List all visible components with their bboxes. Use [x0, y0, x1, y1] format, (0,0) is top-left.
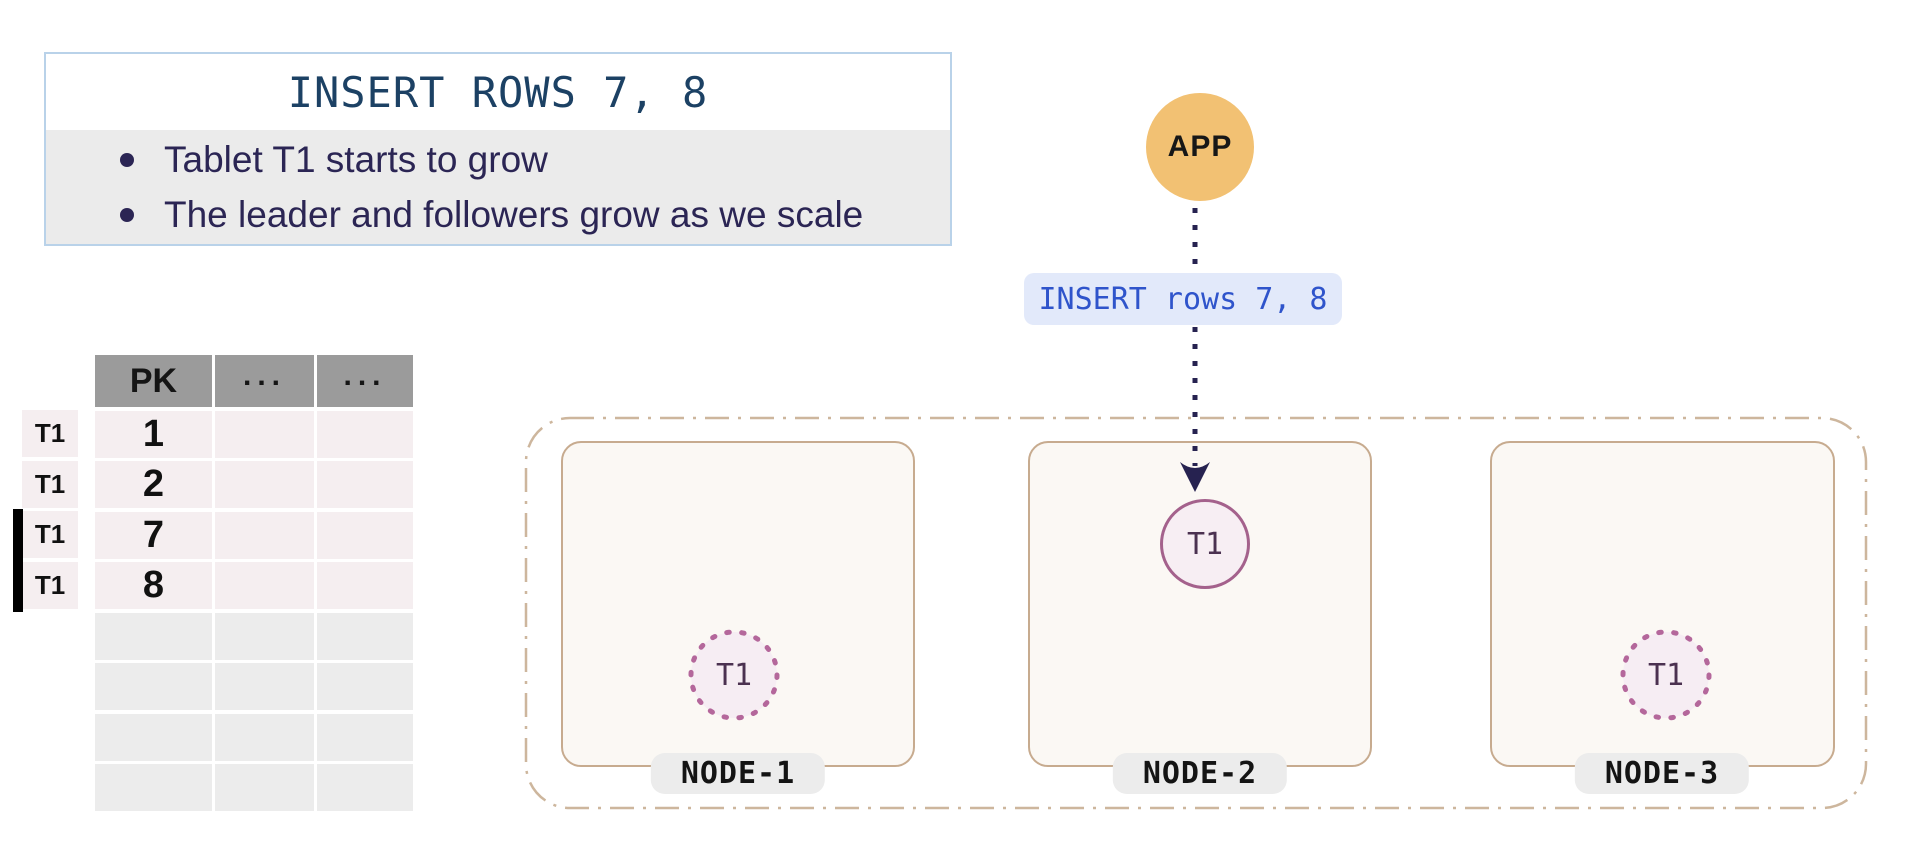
tablet-label: T1: [715, 657, 753, 693]
bullet-item: The leader and followers grow as we scal…: [120, 194, 950, 236]
table-cell-empty: [215, 410, 314, 458]
info-box-title: INSERT ROWS 7, 8: [287, 67, 709, 117]
table-cell-empty: [317, 410, 413, 458]
table-cell-blank: [215, 764, 314, 811]
table-cell-empty: [215, 461, 314, 508]
tablet-t1-follower: T1: [686, 627, 782, 723]
node-2-box: T1: [1028, 441, 1372, 767]
table-cell-pk: 7: [95, 511, 212, 559]
table-cell-blank: [317, 612, 413, 660]
tablet-label-cell: T1: [22, 460, 78, 508]
tablet-label-cell: T1: [22, 410, 78, 457]
table-cell-empty: [215, 562, 314, 609]
tablet-label-text: T1: [34, 569, 66, 600]
tablet-t1-leader: T1: [1160, 499, 1250, 589]
bullet-text: The leader and followers grow as we scal…: [164, 193, 864, 235]
table-cell-empty: [317, 461, 413, 508]
tablet-label-text: T1: [34, 519, 66, 549]
app-node: APP: [1146, 93, 1254, 201]
table-header-dots: ...: [317, 355, 413, 407]
new-insert-marker: [13, 559, 23, 612]
table-cell-empty: [317, 562, 413, 609]
table-cell-pk: 1: [95, 410, 212, 458]
tablet-label-cell: T1: [13, 559, 78, 612]
new-insert-marker: [13, 509, 23, 561]
node-3-box: T1: [1490, 441, 1835, 767]
node-2-label: NODE-2: [1112, 753, 1288, 794]
table-cell-blank: [215, 663, 314, 710]
bullet-item: Tablet T1 starts to grow: [120, 139, 950, 181]
table-cell-pk: 2: [95, 461, 212, 508]
node-1-label: NODE-1: [650, 753, 826, 794]
tablet-label-cell: T1: [13, 509, 78, 561]
bullet-dot-icon: [120, 152, 134, 167]
table-cell-blank: [317, 663, 413, 710]
table-cell-empty: [317, 511, 413, 559]
tablet-t1-follower: T1: [1618, 627, 1714, 723]
insert-query-label: INSERT rows 7, 8: [1024, 273, 1342, 325]
table-cell-blank: [95, 764, 212, 811]
tablet-label: T1: [1647, 657, 1685, 693]
table-header-dots: ...: [215, 355, 314, 407]
table-cell-pk: 8: [95, 562, 212, 609]
bullet-dot-icon: [120, 207, 134, 222]
table-header-pk: PK: [95, 355, 212, 407]
rows-table: PK ... ... 1 2 7 8: [95, 355, 413, 811]
info-box: INSERT ROWS 7, 8 Tablet T1 starts to gro…: [44, 52, 952, 246]
table-cell-empty: [215, 511, 314, 559]
table-cell-blank: [215, 713, 314, 761]
table-cell-blank: [317, 764, 413, 811]
table-cell-blank: [317, 713, 413, 761]
info-box-bullets: Tablet T1 starts to grow The leader and …: [46, 130, 950, 244]
table-cell-blank: [95, 612, 212, 660]
node-3-label: NODE-3: [1574, 753, 1750, 794]
table-cell-blank: [95, 663, 212, 710]
table-cell-blank: [95, 713, 212, 761]
bullet-text: Tablet T1 starts to grow: [164, 138, 548, 180]
table-cell-blank: [215, 612, 314, 660]
node-1-box: T1: [561, 441, 915, 767]
tablet-label-column: T1 T1 T1 T1: [13, 410, 78, 612]
